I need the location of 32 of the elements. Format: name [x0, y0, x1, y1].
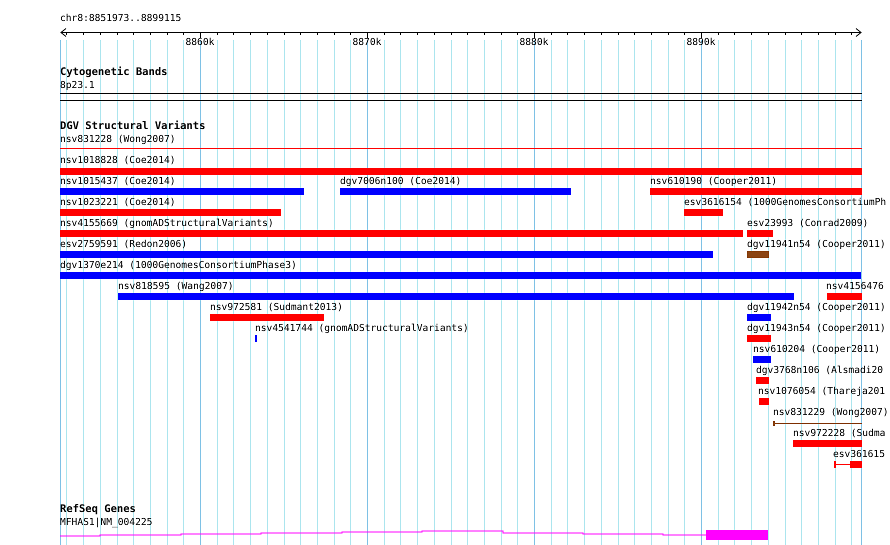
feature-label: 8p23.1 [60, 80, 95, 91]
feature-label: dgv11942n54 (Cooper2011) [747, 302, 886, 313]
feature-label: nsv831229 (Wong2007) [773, 407, 889, 418]
feature-label: dgv7006n100 (Coe2014) [340, 176, 462, 187]
feature-label: MFHAS1|NM_004225 [60, 517, 152, 528]
feature-label: esv23993 (Conrad2009) [747, 218, 868, 229]
feature-label: nsv831228 (Wong2007) [60, 134, 176, 145]
feature-label: dgv11941n54 (Cooper2011) [747, 239, 886, 250]
feature-label: nsv972228 (Sudma [793, 428, 886, 439]
feature-label: nsv1018828 (Coe2014) [60, 155, 176, 166]
tick-label: 8880k [520, 37, 548, 48]
feature-label: nsv972581 (Sudmant2013) [210, 302, 343, 313]
track-title: DGV Structural Variants [60, 121, 206, 132]
feature-label: nsv818595 (Wang2007) [118, 281, 234, 292]
tick-label: 8890k [686, 37, 716, 48]
feature-label: esv3616154 (1000GenomesConsortiumPh [684, 197, 886, 208]
feature-label: nsv1023221 (Coe2014) [60, 197, 176, 208]
feature-label: esv361615 [833, 449, 885, 460]
feature-label: nsv1076054 (Thareja201 [758, 386, 886, 397]
feature-label: dgv11943n54 (Cooper2011) [747, 323, 886, 334]
tick-label: 8870k [352, 37, 382, 48]
feature-label: esv2759591 (Redon2006) [60, 239, 188, 250]
feature-label: nsv1015437 (Coe2014) [60, 176, 176, 187]
feature-label: dgv3768n106 (Alsmadi20 [756, 365, 884, 376]
feature-label: nsv4156476 [826, 281, 884, 292]
ruler-range-label: chr8:8851973..8899115 [60, 13, 182, 24]
feature-label: nsv4541744 (gnomADStructuralVariants) [255, 323, 469, 334]
feature-label: nsv610204 (Cooper2011) [753, 344, 880, 355]
feature-label: dgv1370e214 (1000GenomesConsortiumPhase3) [60, 260, 297, 271]
tick-label: 8860k [186, 37, 214, 48]
feature-label: nsv4155669 (gnomADStructuralVariants) [60, 218, 274, 229]
feature-label: nsv610190 (Cooper2011) [650, 176, 778, 187]
